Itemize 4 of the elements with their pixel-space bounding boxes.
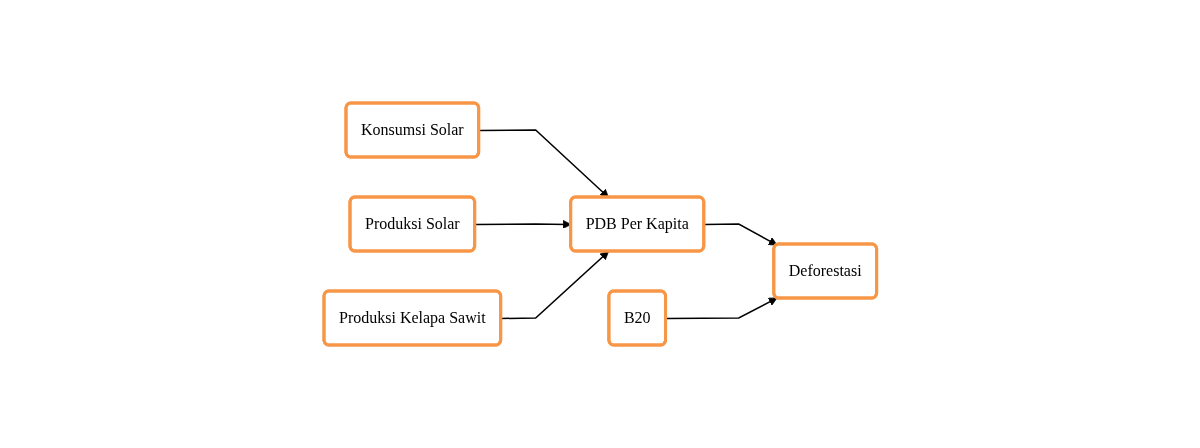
arrow <box>478 129 609 198</box>
arrow <box>665 297 778 320</box>
arrow <box>703 223 778 246</box>
arrow <box>500 251 609 320</box>
